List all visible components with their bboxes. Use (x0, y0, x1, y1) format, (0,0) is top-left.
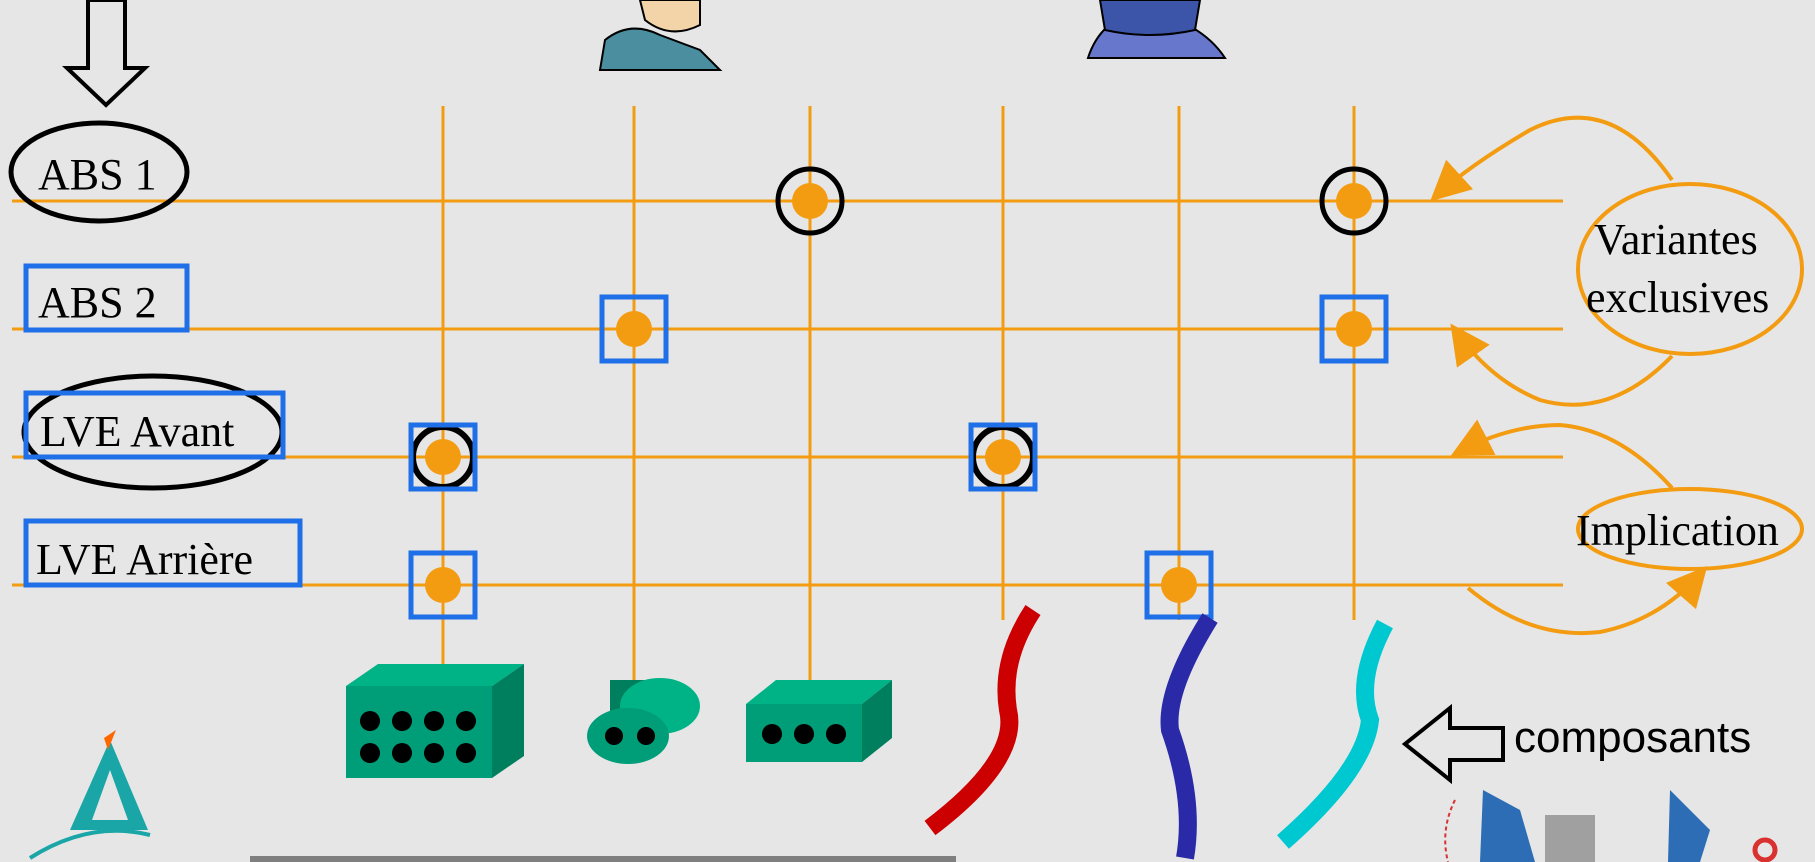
markers (408, 166, 1389, 620)
person-2-icon (1086, 0, 1227, 59)
components-label: composants (1514, 713, 1752, 762)
variant-label-abs2: ABS 2 (38, 278, 157, 327)
left-arrow-icon (1401, 703, 1505, 785)
marker-lvear-col1-dot (425, 567, 461, 603)
marker-abs1-col3-dot (792, 183, 828, 219)
red-wire-icon (924, 605, 1041, 836)
marker-abs1-col6-ring (1319, 166, 1389, 236)
marker-lvear-col5-box (1144, 550, 1214, 620)
marker-lveav-col1-box (408, 422, 478, 492)
connector-8-pin-icon (346, 664, 524, 778)
marker-abs1-col6-dot (1336, 183, 1372, 219)
abs1-ellipse (8, 120, 190, 224)
variantes-exclusives-ellipse (1576, 182, 1804, 356)
bottom-bar (250, 856, 956, 862)
down-arrow-icon (61, 0, 151, 108)
variant-label-lve-avant: LVE Avant (40, 407, 235, 456)
marker-abs1-col3-ring (775, 166, 845, 236)
exclusive-arrow-bottom (1450, 323, 1674, 407)
blue-wire-icon (1160, 613, 1218, 860)
abs2-box (23, 263, 190, 333)
variantes-line2: exclusives (1586, 273, 1770, 322)
cyan-wire-icon (1277, 619, 1393, 849)
logo-left-icon (28, 730, 151, 860)
lve-arriere-box (23, 518, 303, 588)
grid (12, 106, 1563, 680)
gilco-logo-icon (1444, 790, 1778, 862)
connector-3-pin-icon (746, 680, 892, 762)
person-1-icon (598, 0, 723, 71)
marker-lveav-col1-dot (425, 439, 461, 475)
marker-lveav-col4-box (968, 422, 1038, 492)
exclusive-arrow-top (1430, 115, 1674, 202)
implication-arrow-bottom (1466, 565, 1708, 636)
variant-label-abs1: ABS 1 (38, 150, 157, 199)
variant-label-lve-arriere: LVE Arrière (36, 535, 254, 584)
implication-arrow-top (1450, 419, 1674, 490)
marker-lvear-col1-box (408, 550, 478, 620)
marker-abs2-col2-dot (616, 311, 652, 347)
marker-abs2-col6-box (1319, 294, 1389, 364)
marker-lveav-col4-dot (985, 439, 1021, 475)
lve-avant-box (23, 390, 286, 460)
marker-abs2-col2-box (599, 294, 669, 364)
connector-2-pin-icon (587, 678, 700, 764)
marker-lvear-col5-dot (1161, 567, 1197, 603)
implication-label: Implication (1576, 506, 1779, 555)
marker-abs2-col6-dot (1336, 311, 1372, 347)
variantes-line1: Variantes (1594, 215, 1758, 264)
